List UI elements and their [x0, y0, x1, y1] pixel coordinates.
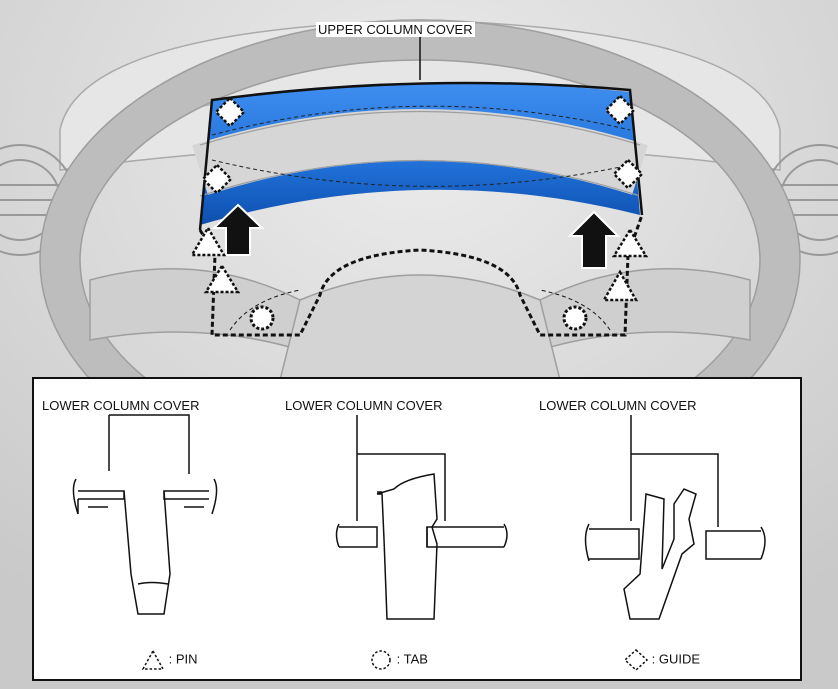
pin-detail-drawing [72, 414, 218, 615]
upper-cover-outline [198, 81, 644, 231]
lower-column-cover-label-pin: LOWER COLUMN COVER [42, 398, 200, 413]
legend-tab-text: : TAB [396, 651, 428, 667]
lower-column-cover-outline [198, 214, 644, 337]
legend-pin: : PIN [141, 649, 198, 671]
tab-legend-icon [371, 650, 391, 670]
guide-symbol [201, 94, 644, 195]
legend-tab: : TAB [369, 649, 428, 671]
guide-legend-icon [623, 648, 649, 672]
steering-hub [279, 274, 561, 381]
pin-symbol [189, 225, 649, 302]
legend-pin-text: : PIN [168, 651, 198, 667]
upper-column-cover-label: UPPER COLUMN COVER [316, 22, 475, 37]
legend-guide-text: : GUIDE [651, 651, 701, 667]
legend-guide: : GUIDE [623, 648, 701, 672]
pin-legend-icon [141, 649, 165, 670]
tab-detail-drawing [335, 415, 508, 620]
tab-symbol [249, 305, 588, 331]
guide-detail-drawing [584, 415, 766, 620]
detail-drawings [72, 414, 766, 620]
lower-column-cover-label-tab: LOWER COLUMN COVER [285, 398, 443, 413]
lower-column-cover-label-guide: LOWER COLUMN COVER [539, 398, 697, 413]
detail-inset-panel: LOWER COLUMN COVER LOWER COLUMN COVER LO… [32, 377, 802, 681]
right-removal-arrow [567, 210, 621, 269]
left-removal-arrow [211, 203, 265, 256]
